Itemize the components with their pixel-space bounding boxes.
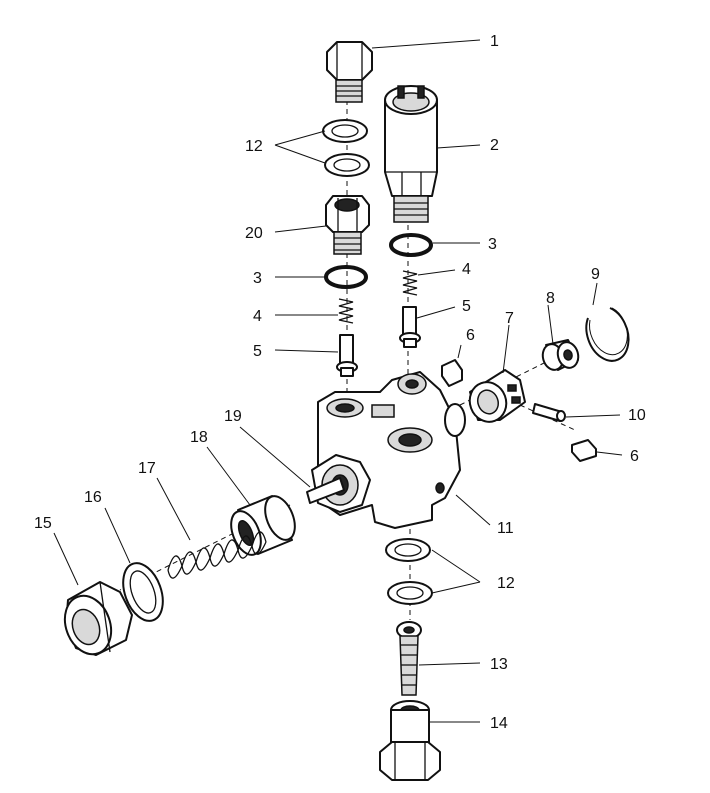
part-20-union-fitting — [325, 195, 370, 255]
callout-19: 19 — [224, 408, 242, 425]
callout-20: 20 — [245, 225, 263, 242]
callout-1: 1 — [490, 33, 499, 50]
part-17-plunger-spring — [167, 531, 267, 579]
callout-15: 15 — [34, 515, 52, 532]
part-2-valve-holder — [384, 85, 438, 223]
part-9-circlip — [585, 307, 630, 362]
callout-6-lower: 6 — [630, 448, 639, 465]
callout-7: 7 — [505, 310, 514, 327]
callout-11: 11 — [497, 520, 514, 537]
callout-18: 18 — [190, 429, 208, 446]
part-18-plunger-sleeve — [230, 495, 296, 556]
callout-12-lower: 12 — [497, 575, 515, 592]
callout-17: 17 — [138, 460, 156, 477]
callout-10: 10 — [628, 407, 646, 424]
part-13-strainer-screw — [396, 621, 422, 696]
part-3-o-rings — [324, 233, 433, 289]
callout-9: 9 — [591, 266, 600, 283]
callout-14: 14 — [490, 715, 508, 732]
callout-12-upper: 12 — [245, 138, 263, 155]
callout-16: 16 — [84, 489, 102, 506]
callout-13: 13 — [490, 656, 508, 673]
part-5-valves — [336, 306, 421, 377]
part-11-pump-housing — [311, 371, 466, 529]
callout-3-right: 3 — [488, 236, 497, 253]
callout-3-left: 3 — [253, 270, 262, 287]
callout-6-upper: 6 — [466, 327, 475, 344]
part-16-sealing-ring — [122, 562, 164, 622]
part-6-pins — [441, 359, 597, 462]
part-4-springs — [338, 270, 418, 324]
part-10-roller-pin — [532, 403, 566, 422]
callout-5-left: 5 — [253, 343, 262, 360]
part-8-roller — [541, 339, 580, 371]
callout-4-right: 4 — [462, 261, 471, 278]
leader-lines — [53, 39, 623, 723]
part-12-washers-lower — [385, 538, 433, 605]
part-12-washers-upper — [322, 119, 370, 177]
callout-labels: 1 2 12 20 3 3 4 4 5 5 6 7 8 9 10 6 11 12… — [34, 33, 646, 732]
callout-2: 2 — [490, 137, 499, 154]
callout-5-right: 5 — [462, 298, 471, 315]
part-19-plunger-rod — [306, 477, 345, 504]
part-7-roller-tappet — [468, 369, 526, 423]
part-1-banjo-bolt — [326, 41, 373, 103]
callout-4-left: 4 — [253, 308, 262, 325]
part-15-screw-plug — [63, 581, 133, 656]
callout-8: 8 — [546, 290, 555, 307]
part-14-union-nut — [379, 700, 441, 781]
